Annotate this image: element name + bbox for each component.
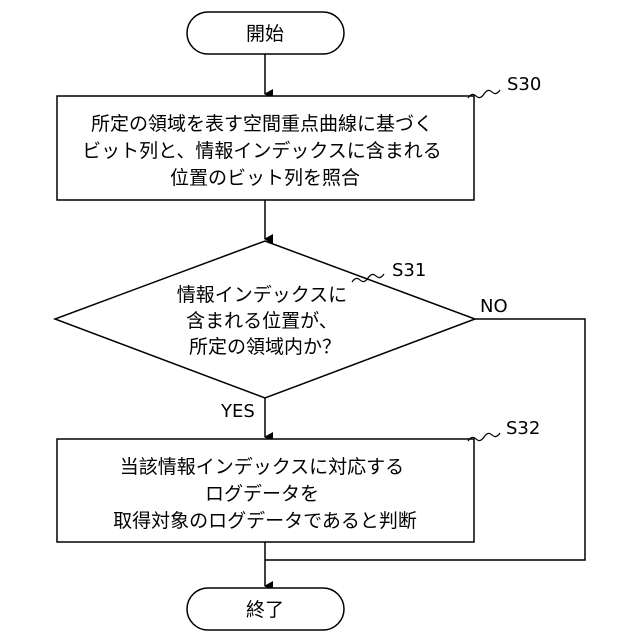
s31-no-label: NO bbox=[480, 296, 508, 317]
s31-step-label: S31 bbox=[392, 260, 426, 281]
end-terminal: 終了 bbox=[187, 588, 344, 630]
s32-line-2: ログデータを bbox=[205, 483, 319, 505]
start-text: 開始 bbox=[246, 23, 284, 45]
s32-process-box: 当該情報インデックスに対応する ログデータを 取得対象のログデータであると判断 bbox=[57, 439, 474, 542]
s32-line-1: 当該情報インデックスに対応する bbox=[120, 456, 404, 478]
s32-step-label: S32 bbox=[506, 418, 540, 439]
s30-line-2: ビット列と、情報インデックスに含まれる bbox=[82, 140, 442, 162]
s31-yes-label: YES bbox=[220, 401, 255, 422]
end-text: 終了 bbox=[246, 599, 284, 621]
start-terminal: 開始 bbox=[187, 12, 344, 54]
s32-line-3: 取得対象のログデータであると判断 bbox=[113, 510, 417, 532]
s30-line-3: 位置のビット列を照合 bbox=[170, 167, 360, 189]
s31-text: 情報インデックスに 含まれる位置が、 所定の領域内か？ bbox=[177, 284, 353, 358]
s30-process-box: 所定の領域を表す空間重点曲線に基づく ビット列と、情報インデックスに含まれる 位… bbox=[57, 96, 474, 200]
s31-line-3: 所定の領域内か？ bbox=[189, 336, 341, 358]
s31-line-1: 情報インデックスに bbox=[177, 284, 347, 306]
s30-line-1: 所定の領域を表す空間重点曲線に基づく bbox=[91, 113, 433, 135]
s31-line-2: 含まれる位置が、 bbox=[186, 310, 338, 332]
s30-step-label: S30 bbox=[507, 74, 541, 95]
